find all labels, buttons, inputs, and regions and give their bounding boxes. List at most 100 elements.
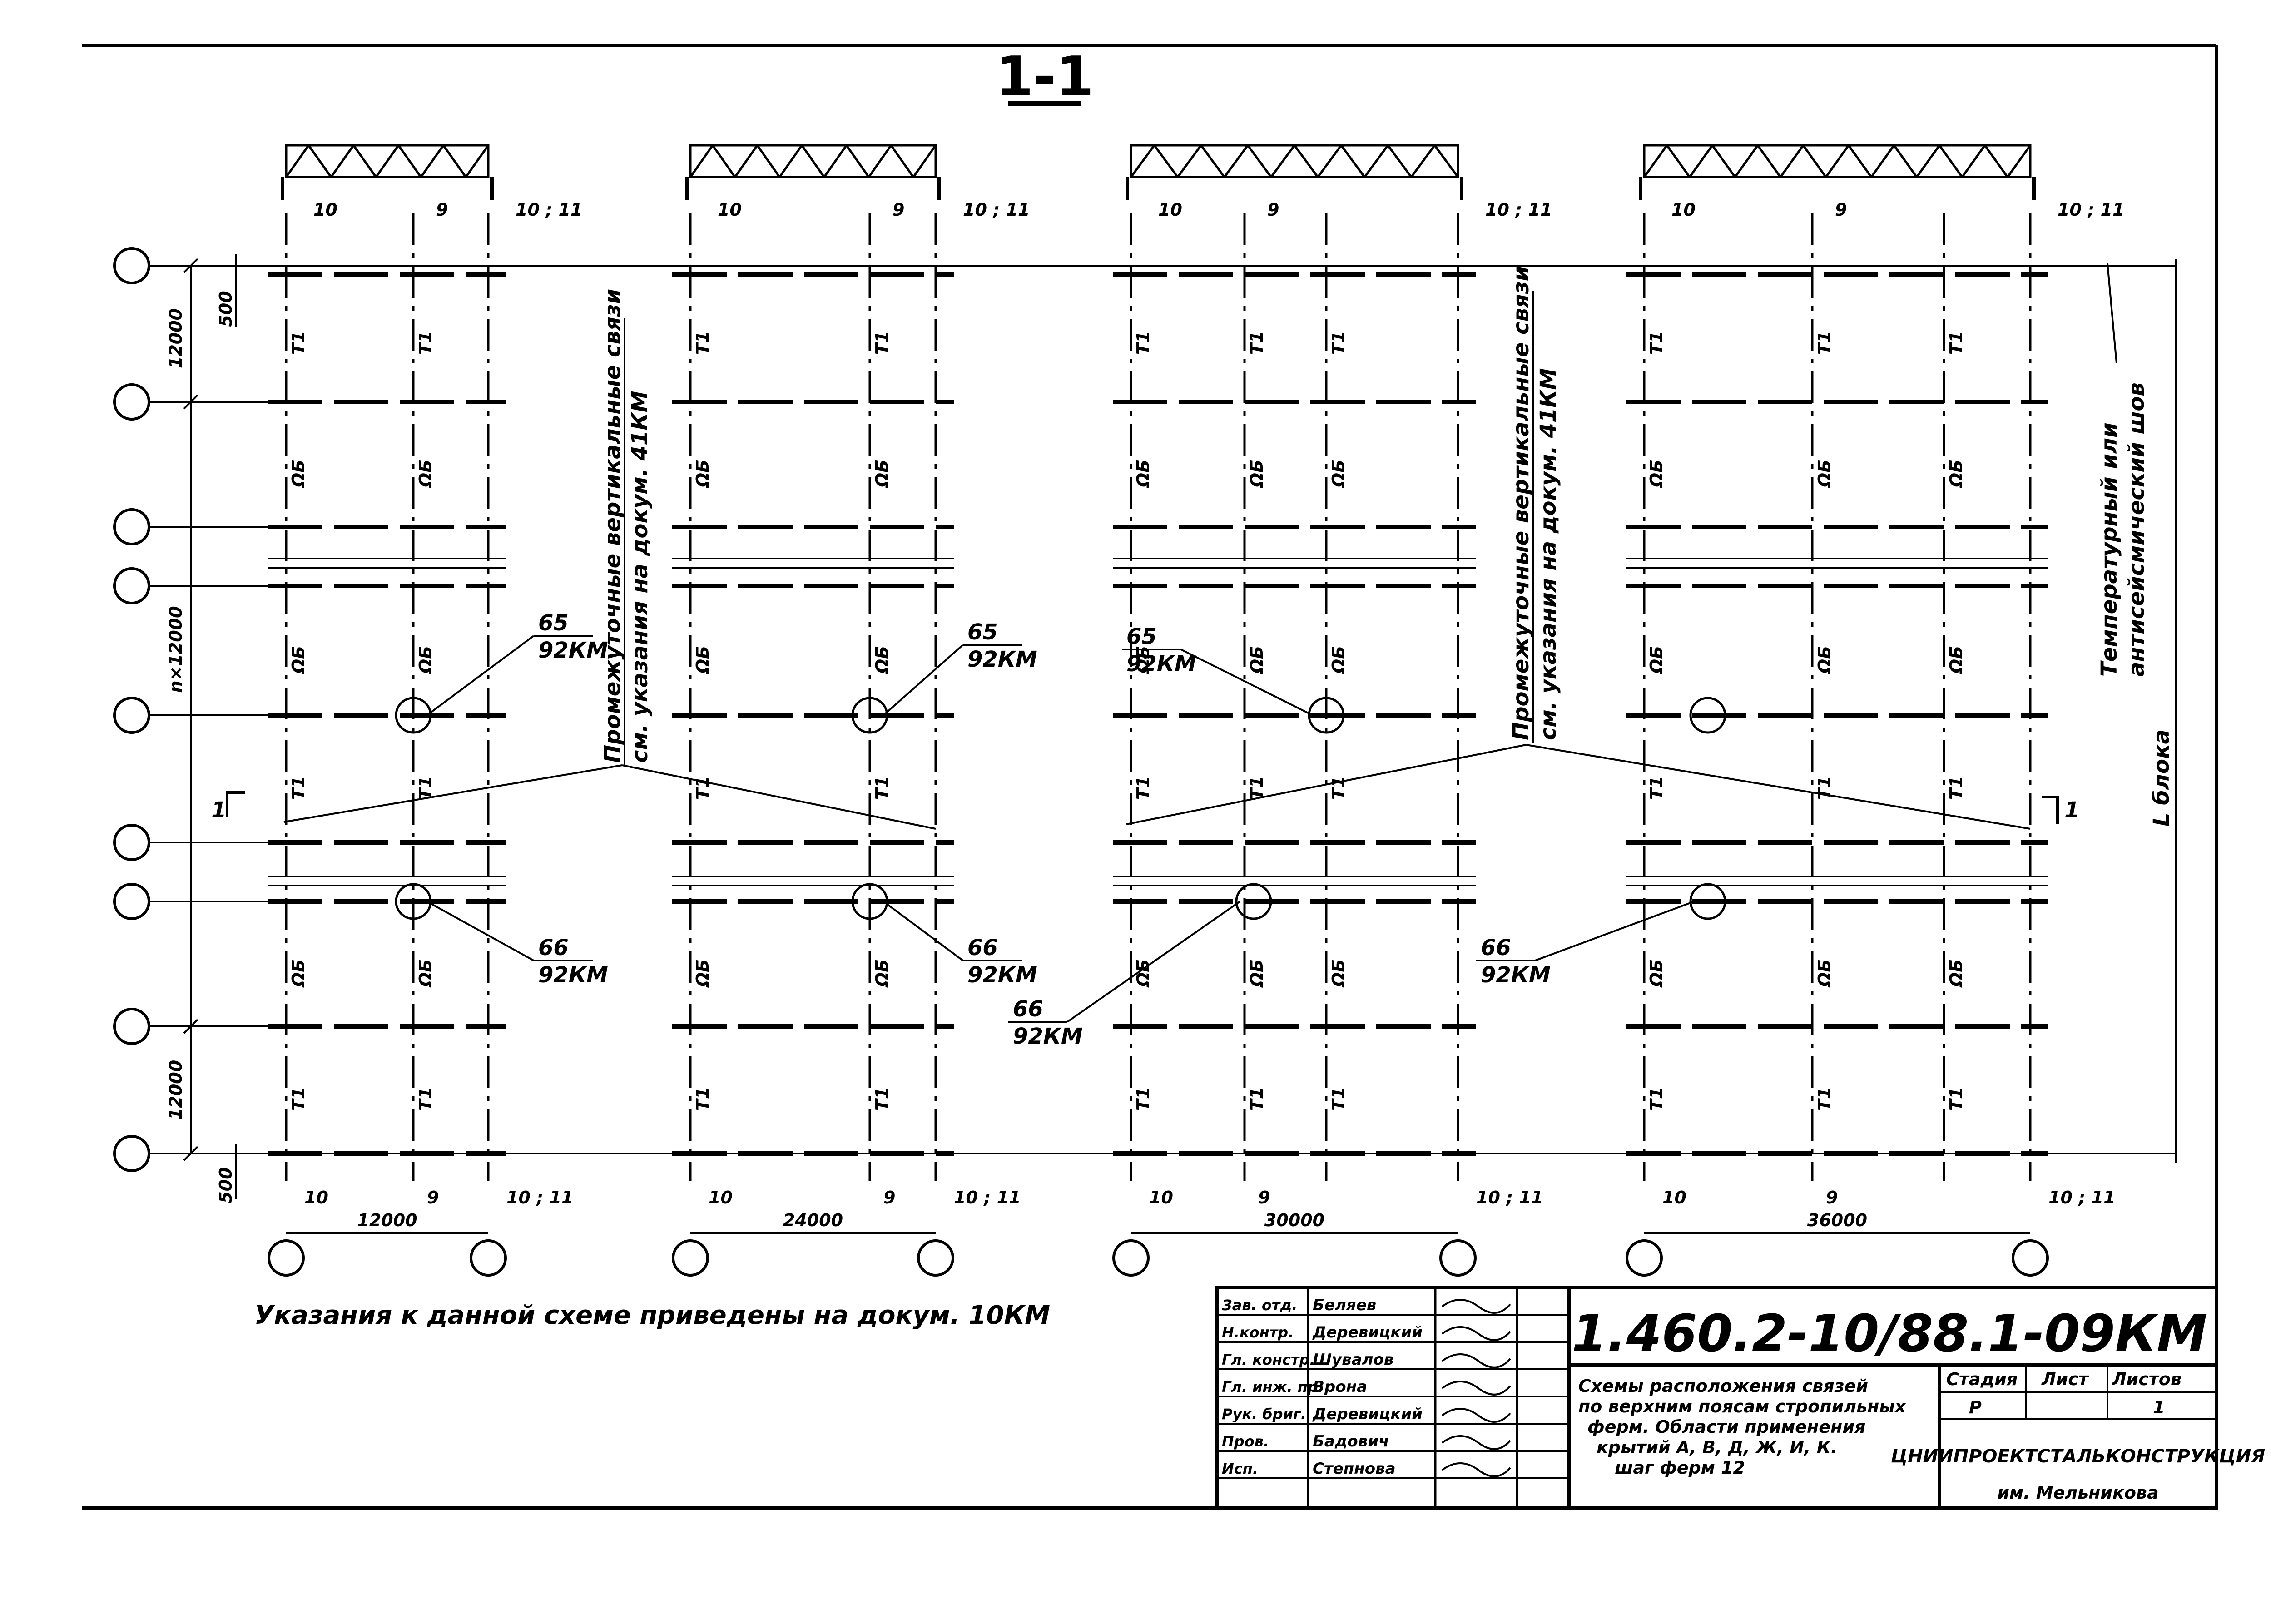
- panel-label-strut: ΩБ: [416, 460, 436, 488]
- panel-label-truss: T1: [1815, 331, 1835, 355]
- svg-text:см. указания на докум. 41КМ: см. указания на докум. 41КМ: [627, 391, 653, 763]
- section-mark-right-arrow: [2042, 796, 2059, 824]
- break-lines: [1113, 558, 1476, 886]
- dim-500-bottom: 500: [216, 1167, 236, 1203]
- mark-left: 10: [718, 200, 742, 220]
- node-number: 66: [1013, 996, 1043, 1022]
- mark-right: 10 ; 11: [2048, 1188, 2115, 1208]
- svg-text:ферм. Области применения: ферм. Области применения: [1587, 1417, 1865, 1437]
- panel-label-strut: ΩБ: [1815, 460, 1835, 488]
- tb-name: Врона: [1313, 1378, 1367, 1396]
- span-dimension: 24000: [672, 1210, 954, 1277]
- panel-label-truss: T1: [288, 1087, 308, 1111]
- tb-role: Зав. отд.: [1221, 1297, 1297, 1314]
- node-circle: [1235, 883, 1272, 920]
- mark-right: 10 ; 11: [516, 200, 582, 220]
- purlins: [1626, 272, 2048, 1156]
- panel-label-strut: ΩБ: [416, 646, 436, 674]
- panel-label-truss: T1: [1646, 1087, 1666, 1111]
- mark-mid: 9: [1826, 1188, 1838, 1208]
- panel-label-truss: T1: [872, 1087, 892, 1111]
- svg-text:L блока: L блока: [2149, 729, 2174, 827]
- panel-label-truss: T1: [416, 776, 436, 800]
- node-doc: 92КМ: [967, 962, 1037, 988]
- span-value: 36000: [1807, 1210, 1867, 1230]
- panel-label-strut: ΩБ: [872, 646, 892, 674]
- node-circle: [851, 697, 888, 734]
- node-number: 65: [1126, 624, 1157, 649]
- panel-label-strut: ΩБ: [872, 460, 892, 488]
- panel-label-strut: ΩБ: [1329, 460, 1349, 488]
- panel-label-truss: T1: [416, 331, 436, 355]
- node-callouts: 6592КМ6592КМ6592КМ6692КМ6692КМ6692КМ6692…: [395, 610, 1726, 1049]
- panel-label-truss: T1: [1946, 1087, 1966, 1111]
- mark-mid: 9: [436, 200, 448, 220]
- panel-label-strut: ΩБ: [693, 460, 713, 488]
- mark-left: 10: [1662, 1188, 1686, 1208]
- panel-label-strut: ΩБ: [1815, 646, 1835, 674]
- left-dimension-chain: [183, 254, 237, 1199]
- panel-label-truss: T1: [416, 1087, 436, 1111]
- block-length-dimension: L блока: [2149, 259, 2177, 1163]
- node-doc: 92КМ: [538, 962, 608, 988]
- panel-label-strut: ΩБ: [872, 959, 892, 988]
- panel-label-strut: ΩБ: [1946, 959, 1966, 988]
- panel-label-strut: ΩБ: [1133, 460, 1153, 488]
- mark-right: 10 ; 11: [1485, 200, 1552, 220]
- node-circle: [395, 697, 432, 734]
- sheet-label: Лист: [2041, 1369, 2089, 1389]
- mark-mid: 9: [427, 1188, 439, 1208]
- mark-right: 10 ; 11: [506, 1188, 573, 1208]
- truss-elevation: [1126, 144, 1463, 200]
- node-doc: 92КМ: [1126, 651, 1196, 677]
- tb-name: Деревицкий: [1312, 1323, 1423, 1342]
- panel-label-strut: ΩБ: [1946, 460, 1966, 488]
- column-axis-bubble: [2012, 1239, 2049, 1277]
- tb-name: Бадович: [1313, 1432, 1389, 1451]
- mark-right: 10 ; 11: [1476, 1188, 1543, 1208]
- column-axis-bubble: [1626, 1239, 1663, 1277]
- node-number: 66: [967, 935, 998, 961]
- break-lines: [672, 558, 954, 886]
- mark-mid: 9: [893, 200, 904, 220]
- svg-text:антисейсмический шов: антисейсмический шов: [2124, 382, 2149, 677]
- document-number: 1.460.2-10/88.1-09КМ: [1572, 1304, 2207, 1363]
- panel-label-truss: T1: [1133, 331, 1153, 355]
- section-title: 1-1: [996, 45, 1094, 109]
- column-axis-bubble: [470, 1239, 507, 1277]
- mark-mid: 9: [883, 1188, 895, 1208]
- node-doc: 92КМ: [1013, 1024, 1083, 1049]
- panel-label-truss: T1: [288, 331, 308, 355]
- mark-mid: 9: [1267, 200, 1279, 220]
- panel-label-truss: T1: [1815, 1087, 1835, 1111]
- panel-label-strut: ΩБ: [288, 460, 308, 488]
- span-dimension: 36000: [1626, 1210, 2049, 1277]
- node-number: 65: [538, 610, 569, 636]
- stage-label: Стадия: [1946, 1369, 2018, 1389]
- signature: [1441, 1408, 1511, 1423]
- column-axis-bubble: [1439, 1239, 1477, 1277]
- mark-right: 10 ; 11: [2058, 200, 2124, 220]
- signature: [1441, 1435, 1511, 1450]
- panel-label-truss: T1: [693, 1087, 713, 1111]
- break-lines: [1626, 558, 2048, 886]
- break-lines: [268, 558, 506, 886]
- column-axis-bubble: [1112, 1239, 1150, 1277]
- panel-label-strut: ΩБ: [416, 959, 436, 988]
- tb-role: Рук. бриг.: [1222, 1406, 1306, 1423]
- panel-label-strut: ΩБ: [1815, 959, 1835, 988]
- stage-value: Р: [1969, 1397, 1982, 1417]
- node-number: 66: [1481, 935, 1511, 961]
- column-axis-bubble: [917, 1239, 954, 1277]
- panel-label-truss: T1: [693, 331, 713, 355]
- truss-lines: [1130, 213, 1459, 1181]
- dim-12000-top: 12000: [166, 308, 186, 368]
